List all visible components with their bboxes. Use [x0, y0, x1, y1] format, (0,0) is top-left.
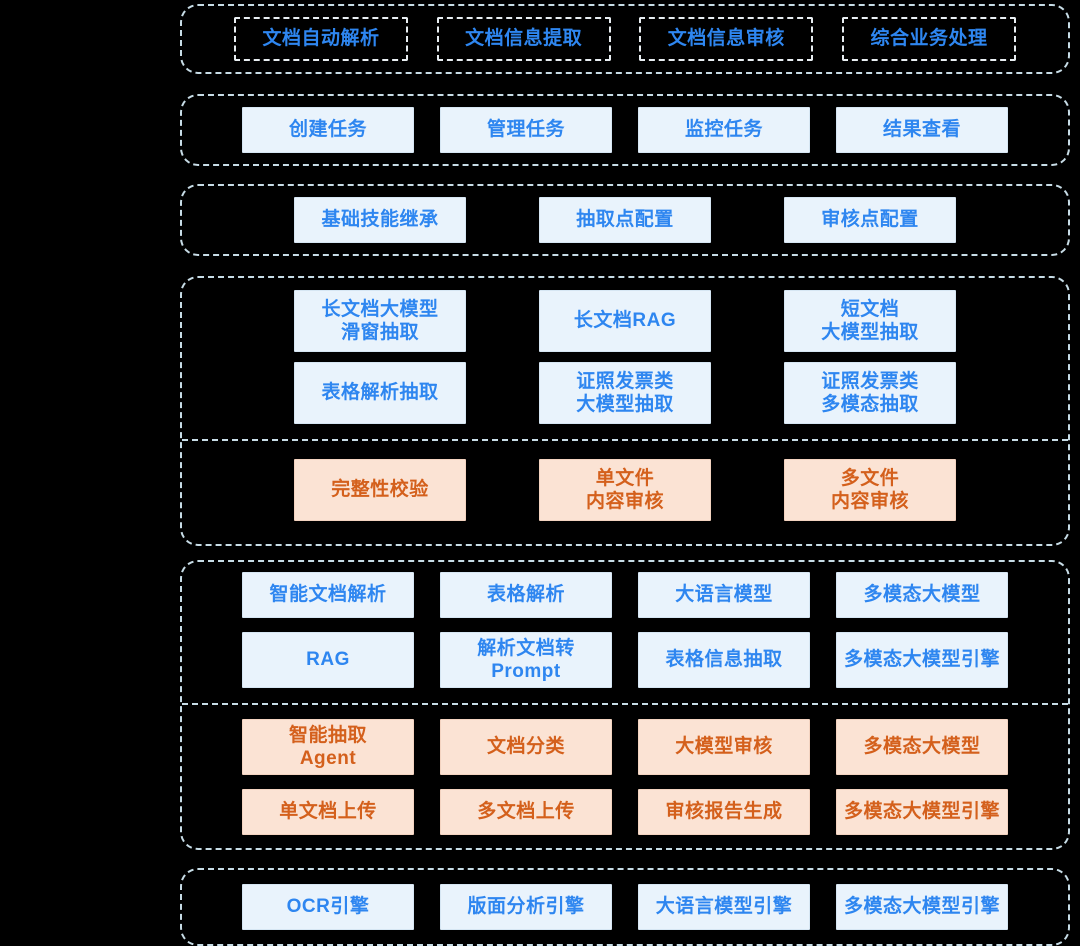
chip-capability[interactable]: 表格解析	[440, 572, 612, 618]
chip-extraction-method[interactable]: 表格解析抽取	[294, 362, 466, 424]
chip-extraction-method[interactable]: 长文档大模型滑窗抽取	[294, 290, 466, 352]
chip-business-scenario[interactable]: 文档信息审核	[639, 17, 814, 61]
chip-engine[interactable]: 版面分析引擎	[440, 884, 612, 930]
chip-business-scenario[interactable]: 综合业务处理	[841, 17, 1016, 61]
row-task-management: 创建任务 管理任务 监控任务 结果查看	[182, 107, 1068, 153]
chip-task[interactable]: 管理任务	[440, 107, 612, 153]
section-extraction-and-audit: 长文档大模型滑窗抽取 长文档RAG 短文档大模型抽取 表格解析抽取 证照发票类大…	[180, 276, 1070, 546]
chip-task[interactable]: 监控任务	[638, 107, 810, 153]
chip-application[interactable]: 多文档上传	[440, 789, 612, 835]
chip-application[interactable]: 多模态大模型引擎	[836, 789, 1008, 835]
row-business-scenarios: 文档自动解析 文档信息提取 文档信息审核 综合业务处理	[182, 17, 1068, 61]
chip-capability[interactable]: 多模态大模型引擎	[836, 632, 1008, 688]
chip-extraction-method[interactable]: 证照发票类多模态抽取	[784, 362, 956, 424]
section-task-management: 创建任务 管理任务 监控任务 结果查看	[180, 94, 1070, 166]
section-divider	[182, 703, 1068, 705]
chip-capability[interactable]: RAG	[242, 632, 414, 688]
chip-business-scenario[interactable]: 文档自动解析	[234, 17, 408, 61]
section-divider	[182, 439, 1068, 441]
chip-capability[interactable]: 智能文档解析	[242, 572, 414, 618]
chip-application[interactable]: 多模态大模型	[836, 719, 1008, 775]
section-skill-configuration: 基础技能继承 抽取点配置 审核点配置	[180, 184, 1070, 256]
row-application-capabilities: 单文档上传 多文档上传 审核报告生成 多模态大模型引擎	[182, 789, 1068, 835]
chip-capability[interactable]: 多模态大模型	[836, 572, 1008, 618]
chip-engine[interactable]: 多模态大模型引擎	[836, 884, 1008, 930]
row-audit-methods: 完整性校验 单文件内容审核 多文件内容审核	[182, 459, 1068, 521]
section-business-scenarios: 文档自动解析 文档信息提取 文档信息审核 综合业务处理	[180, 4, 1070, 74]
chip-skill-config[interactable]: 抽取点配置	[539, 197, 711, 243]
chip-capability[interactable]: 表格信息抽取	[638, 632, 810, 688]
chip-extraction-method[interactable]: 短文档大模型抽取	[784, 290, 956, 352]
chip-application[interactable]: 审核报告生成	[638, 789, 810, 835]
chip-extraction-method[interactable]: 长文档RAG	[539, 290, 711, 352]
section-engine-layer: OCR引擎 版面分析引擎 大语言模型引擎 多模态大模型引擎	[180, 868, 1070, 946]
chip-capability[interactable]: 大语言模型	[638, 572, 810, 618]
row-engines: OCR引擎 版面分析引擎 大语言模型引擎 多模态大模型引擎	[182, 884, 1068, 930]
row-extraction-methods: 长文档大模型滑窗抽取 长文档RAG 短文档大模型抽取	[182, 290, 1068, 352]
chip-task[interactable]: 结果查看	[836, 107, 1008, 153]
chip-engine[interactable]: OCR引擎	[242, 884, 414, 930]
chip-engine[interactable]: 大语言模型引擎	[638, 884, 810, 930]
chip-application[interactable]: 文档分类	[440, 719, 612, 775]
row-skill-configuration: 基础技能继承 抽取点配置 审核点配置	[182, 197, 1068, 243]
group-extraction-methods: 长文档大模型滑窗抽取 长文档RAG 短文档大模型抽取 表格解析抽取 证照发票类大…	[182, 278, 1068, 434]
chip-skill-config[interactable]: 基础技能继承	[294, 197, 466, 243]
row-base-capabilities: 智能文档解析 表格解析 大语言模型 多模态大模型	[182, 572, 1068, 618]
chip-extraction-method[interactable]: 证照发票类大模型抽取	[539, 362, 711, 424]
chip-application[interactable]: 单文档上传	[242, 789, 414, 835]
chip-audit-method[interactable]: 完整性校验	[294, 459, 466, 521]
chip-audit-method[interactable]: 多文件内容审核	[784, 459, 956, 521]
group-audit-methods: 完整性校验 单文件内容审核 多文件内容审核	[182, 441, 1068, 531]
chip-business-scenario[interactable]: 文档信息提取	[436, 17, 611, 61]
chip-skill-config[interactable]: 审核点配置	[784, 197, 956, 243]
chip-audit-method[interactable]: 单文件内容审核	[539, 459, 711, 521]
row-extraction-methods: 表格解析抽取 证照发票类大模型抽取 证照发票类多模态抽取	[182, 362, 1068, 424]
chip-application[interactable]: 大模型审核	[638, 719, 810, 775]
chip-task[interactable]: 创建任务	[242, 107, 414, 153]
